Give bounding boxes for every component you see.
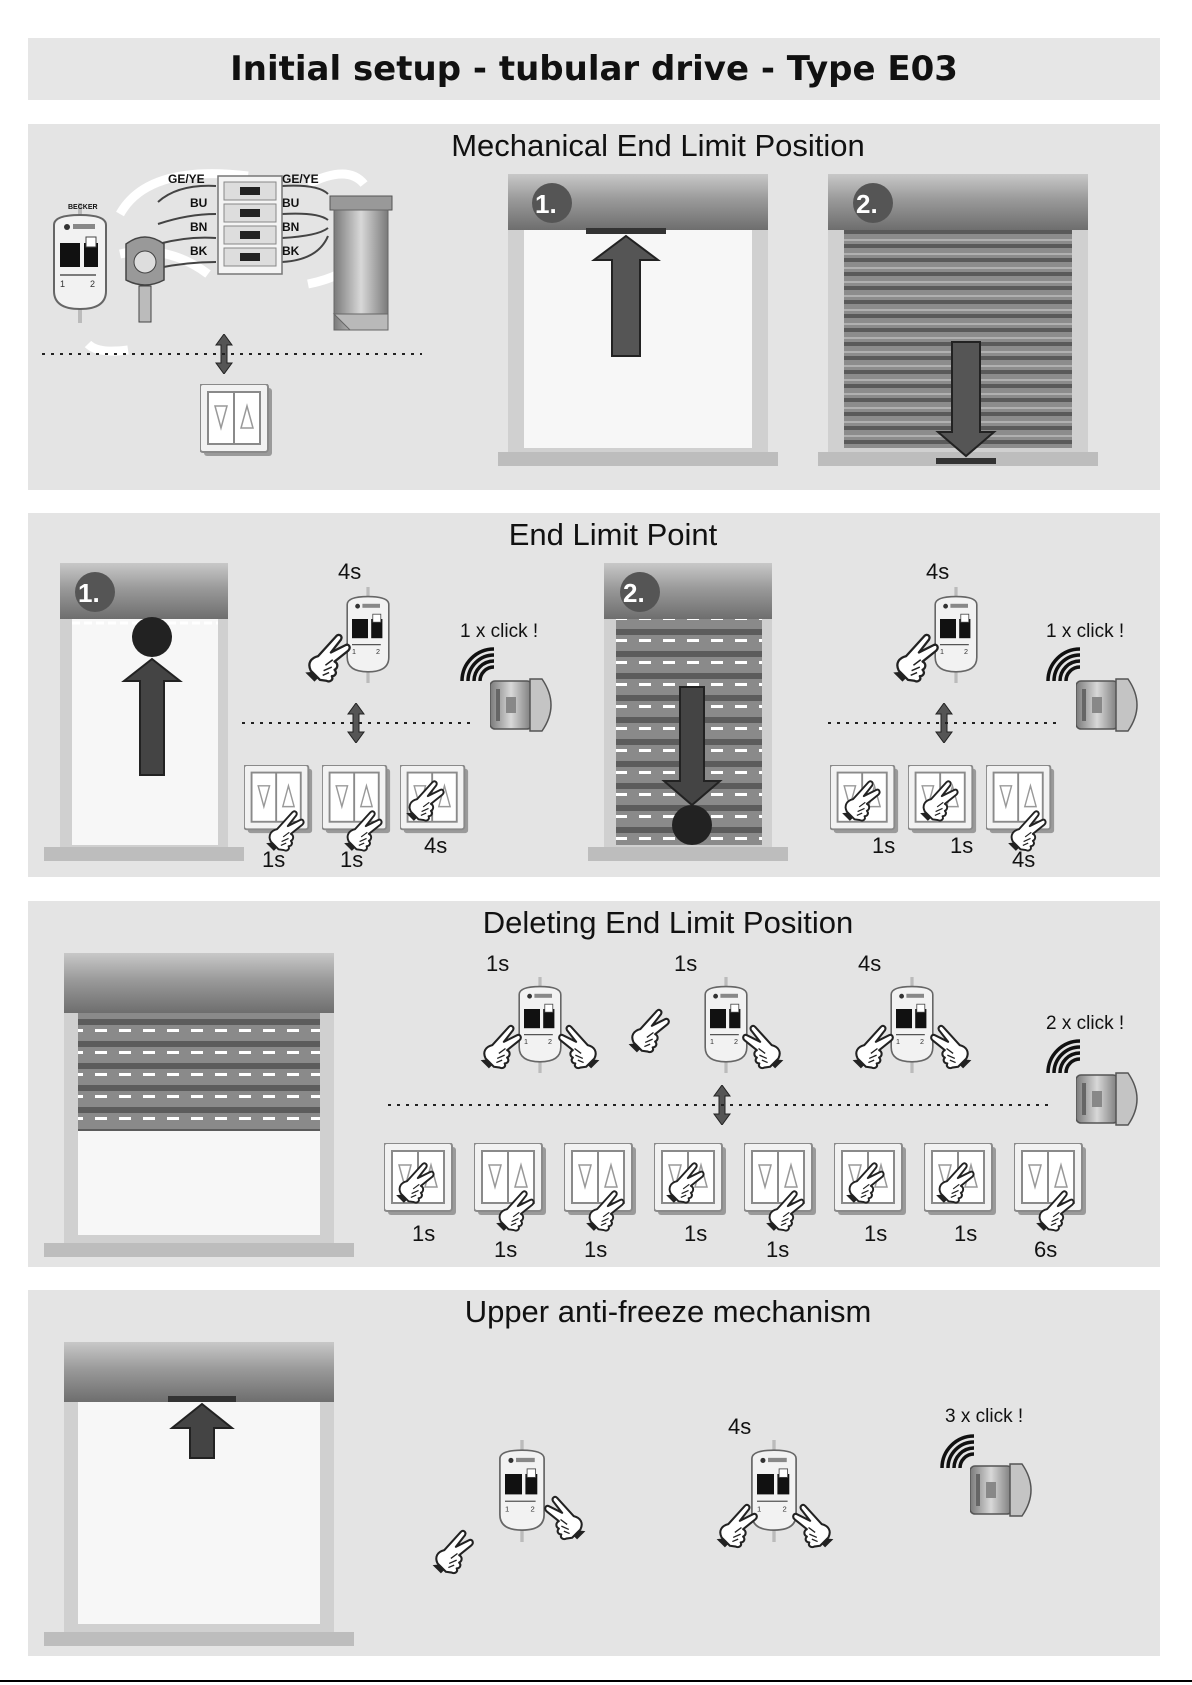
press-time: 4s <box>424 833 448 858</box>
step-badge-1 <box>75 572 115 612</box>
step-number-1: 1. <box>535 189 557 219</box>
wire-label-bn-right: BN <box>282 220 300 234</box>
section-title-end-limit: End Limit Point <box>508 517 718 552</box>
hold-time-2: 1s <box>674 951 698 976</box>
hand-pointer-icon <box>660 1155 714 1209</box>
arrow-down-icon <box>935 341 997 464</box>
arrow-up-icon <box>586 228 666 357</box>
hand-pointer-icon <box>580 1183 634 1237</box>
wire-label-bk-right: BK <box>282 244 300 258</box>
step-number-2: 2. <box>623 578 645 608</box>
hand-pointer-icon <box>914 773 968 827</box>
brand-label: BECKER <box>68 204 98 211</box>
hand-pointer-icon <box>930 1155 984 1209</box>
bottom-rule <box>0 1680 1192 1682</box>
press-time: 1s <box>864 1221 888 1246</box>
hand-pointer-icon <box>760 1183 814 1237</box>
press-time: 1s <box>340 847 364 872</box>
hand-pointer-icon <box>390 1155 444 1209</box>
press-time: 1s <box>766 1237 790 1262</box>
hand-pointer-icon <box>298 625 362 689</box>
wire-label-bu-left: BU <box>190 196 208 210</box>
tubular-motor-icon <box>329 195 393 331</box>
wire-label-geye-left: GE/YE <box>168 172 205 186</box>
section-title-deleting: Deleting End Limit Position <box>482 905 854 940</box>
wire-label-bk-left: BK <box>190 244 208 258</box>
wire-label-bn-left: BN <box>190 220 208 234</box>
press-time: 1s <box>684 1221 708 1246</box>
tubular-motor-icon <box>1076 675 1146 735</box>
wiring-diagram <box>84 169 369 356</box>
plug-icon <box>125 236 165 323</box>
section-deleting: Deleting End Limit Position 1s 1s 4s 2 x… <box>28 901 1160 1267</box>
step-number-1: 1. <box>78 578 100 608</box>
tubular-motor-icon <box>970 1460 1040 1520</box>
hold-time-1: 1s <box>486 951 510 976</box>
press-time: 1s <box>872 833 896 858</box>
section-end-limit: End Limit Point 1. 4s 1 x click ! 1s 1s … <box>28 513 1160 877</box>
page-title: Initial setup - tubular drive - Type E03 <box>230 49 958 89</box>
arrow-up-icon <box>121 617 183 776</box>
hand-pointer-icon <box>490 1183 544 1237</box>
hold-time: 4s <box>728 1414 752 1439</box>
section-antifreeze: Upper anti-freeze mechanism 4s 3 x click… <box>28 1290 1160 1656</box>
section-title-mechanical: Mechanical End Limit Position <box>451 128 865 163</box>
hand-pointer-icon <box>548 1017 606 1075</box>
roller-shutter-icon <box>44 953 354 1257</box>
title-bar: Initial setup - tubular drive - Type E03 <box>28 38 1160 100</box>
section-mechanical: Mechanical End Limit Position GE/YE BU B… <box>28 124 1160 490</box>
press-time: 1s <box>412 1221 436 1246</box>
click-label-right: 1 x click ! <box>1046 621 1125 642</box>
tubular-motor-icon <box>490 675 560 735</box>
terminal-block-icon <box>217 175 283 275</box>
hand-pointer-icon <box>426 1522 484 1580</box>
hand-pointer-icon <box>534 1488 592 1546</box>
wire-label-geye-right: GE/YE <box>282 172 319 186</box>
hand-pointer-icon <box>846 1017 904 1075</box>
click-label: 2 x click ! <box>1046 1013 1125 1034</box>
hand-pointer-icon <box>474 1017 532 1075</box>
dotted-separator <box>42 353 422 355</box>
hand-pointer-icon <box>732 1017 790 1075</box>
hand-pointer-icon <box>886 625 950 689</box>
window-frame-icon <box>44 1342 354 1646</box>
hold-time-3: 4s <box>858 951 882 976</box>
hand-pointer-icon <box>1030 1183 1084 1237</box>
hand-pointer-icon <box>622 1001 680 1059</box>
tubular-motor-icon <box>1076 1069 1146 1129</box>
dotted-separator <box>242 722 472 724</box>
press-time: 1s <box>954 1221 978 1246</box>
wire-label-bu-right: BU <box>282 196 300 210</box>
arrow-down-icon <box>661 686 723 845</box>
hand-pointer-icon <box>710 1496 768 1554</box>
step-number-2: 2. <box>856 189 878 219</box>
press-time: 1s <box>584 1237 608 1262</box>
step-badge-1 <box>532 183 572 223</box>
section-title-antifreeze: Upper anti-freeze mechanism <box>464 1294 872 1329</box>
hand-pointer-icon <box>920 1017 978 1075</box>
press-time: 6s <box>1034 1237 1058 1262</box>
dotted-separator <box>388 1104 1048 1106</box>
hand-pointer-icon <box>782 1496 840 1554</box>
hand-pointer-icon <box>836 773 890 827</box>
press-time: 1s <box>262 847 286 872</box>
dotted-separator <box>828 722 1058 724</box>
wall-switch-icon <box>200 384 274 458</box>
hand-pointer-icon <box>400 773 454 827</box>
step-badge-2 <box>853 183 893 223</box>
hold-time-right: 4s <box>926 559 950 584</box>
press-time: 1s <box>950 833 974 858</box>
hand-pointer-icon <box>840 1155 894 1209</box>
press-time: 4s <box>1012 847 1036 872</box>
press-time: 1s <box>494 1237 518 1262</box>
hold-time-left: 4s <box>338 559 362 584</box>
arrow-up-icon <box>168 1396 236 1459</box>
click-label: 3 x click ! <box>945 1406 1024 1427</box>
step-badge-2 <box>620 572 660 612</box>
click-label-left: 1 x click ! <box>460 621 539 642</box>
